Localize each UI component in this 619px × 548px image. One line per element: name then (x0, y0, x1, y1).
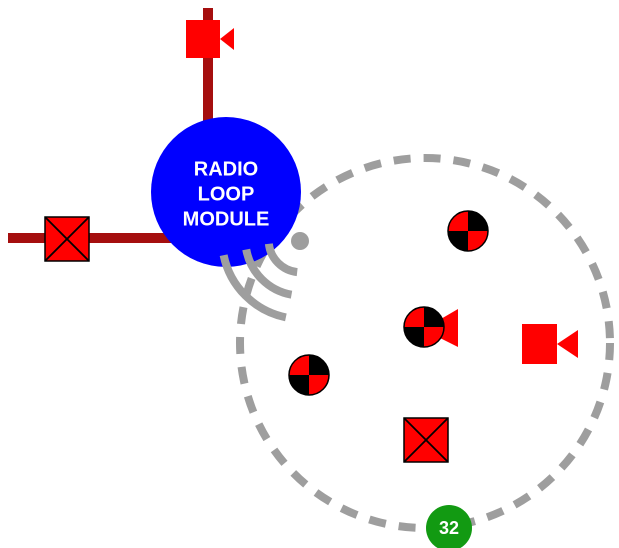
module-label-line-2: LOOP (198, 183, 255, 205)
wireless-signal-icon (219, 232, 309, 322)
wireless-x-box-icon[interactable] (403, 417, 449, 463)
wireless-camera-icon[interactable] (522, 324, 578, 364)
wireless-detector-2-icon[interactable] (288, 354, 330, 396)
module-label-line-1: RADIO (194, 158, 258, 180)
module-label-line-3: MODULE (183, 208, 270, 230)
device-count-text: 32 (439, 518, 459, 538)
wireless-detector-1-icon[interactable] (447, 210, 489, 252)
wireless-zone-boundary (236, 154, 614, 532)
device-count-badge: 32 (426, 505, 472, 548)
wired-x-box-icon[interactable] (44, 216, 90, 262)
radio-loop-module[interactable]: RADIO LOOP MODULE (151, 117, 301, 267)
wired-camera-icon[interactable] (186, 20, 234, 58)
wireless-detector-camera-icon[interactable] (403, 306, 458, 348)
